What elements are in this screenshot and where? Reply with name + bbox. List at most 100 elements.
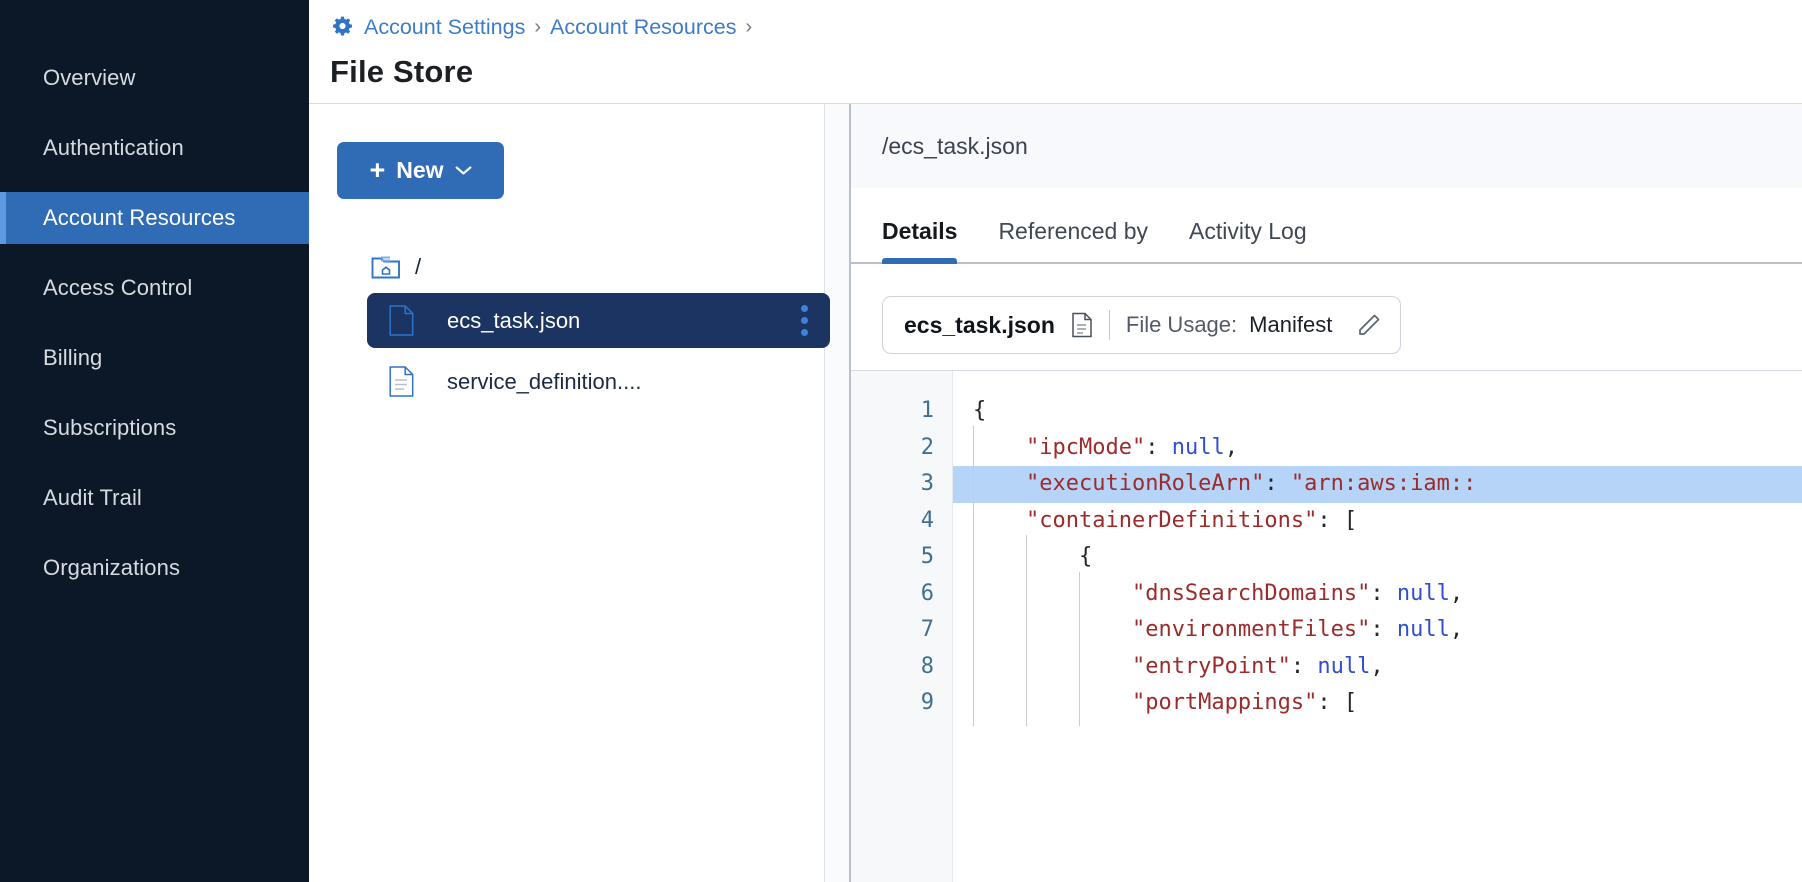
indent-guide xyxy=(1025,535,1079,579)
page-title: File Store xyxy=(330,54,474,89)
file-name: ecs_task.json xyxy=(447,307,581,333)
sidebar-item-label: Subscriptions xyxy=(43,415,177,440)
pencil-icon[interactable] xyxy=(1356,312,1382,338)
file-name: service_definition.... xyxy=(447,368,642,394)
code-line[interactable]: { xyxy=(953,393,1802,430)
file-icon xyxy=(389,305,414,336)
file-usage-chip: ecs_task.json File Usage: Manifest xyxy=(882,296,1402,354)
line-number: 1 xyxy=(920,398,934,423)
code-line[interactable]: "portMappings": [ xyxy=(953,681,1802,725)
sidebar-item-access-control[interactable]: Access Control xyxy=(0,262,309,314)
code-token-punc: : xyxy=(1290,653,1318,679)
file-usage-row: ecs_task.json File Usage: Manifest xyxy=(851,264,1802,370)
sidebar-item-label: Billing xyxy=(43,345,103,370)
line-number: 6 xyxy=(920,580,934,606)
chip-divider xyxy=(1108,310,1110,340)
sidebar-item-subscriptions[interactable]: Subscriptions xyxy=(0,402,309,454)
breadcrumb-item-account-settings[interactable]: Account Settings xyxy=(364,14,526,39)
code-token-null: null xyxy=(1396,580,1450,606)
line-number: 4 xyxy=(920,507,934,533)
tab-details[interactable]: Details xyxy=(882,218,958,264)
line-number: 2 xyxy=(920,434,934,460)
kebab-menu-icon[interactable] xyxy=(795,301,814,340)
pane-resize-handle[interactable] xyxy=(824,104,851,882)
code-token-punc: : xyxy=(1370,617,1397,642)
code-line[interactable]: "dnsSearchDomains": null, xyxy=(953,571,1802,616)
sidebar-item-label: Overview xyxy=(43,65,136,90)
new-button-label: New xyxy=(396,157,444,183)
indent-guide xyxy=(1025,608,1079,652)
breadcrumb: Account Settings › Account Resources › xyxy=(330,8,1802,46)
sidebar-item-label: Organizations xyxy=(43,555,181,580)
indent-guide xyxy=(973,644,1026,689)
breadcrumb-item-account-resources[interactable]: Account Resources xyxy=(550,14,737,39)
line-number: 7 xyxy=(920,617,934,642)
page-header: Account Settings › Account Resources › F… xyxy=(309,0,1802,104)
code-token-key: "ipcMode" xyxy=(1025,434,1146,460)
indent-guide xyxy=(1078,681,1132,725)
code-token-punc: : xyxy=(1264,471,1291,496)
code-token-punc: : xyxy=(1145,434,1172,460)
sidebar-item-overview[interactable]: Overview xyxy=(0,52,309,104)
code-token-null: null xyxy=(1317,653,1371,679)
sidebar-item-label: Account Resources xyxy=(43,205,236,230)
sidebar-item-authentication[interactable]: Authentication xyxy=(0,122,309,174)
indent-guide xyxy=(973,681,1026,725)
sidebar-item-audit-trail[interactable]: Audit Trail xyxy=(0,472,309,524)
indent-guide xyxy=(973,535,1026,579)
indent-guide xyxy=(1025,644,1079,689)
indent-guide xyxy=(1078,571,1132,616)
indent-guide xyxy=(973,608,1026,652)
sidebar-item-organizations[interactable]: Organizations xyxy=(0,542,309,594)
file-tree: / ecs_task.json service_definition.... xyxy=(337,247,830,409)
tree-root-label: / xyxy=(415,254,422,279)
editor-code[interactable]: { "ipcMode": null, "executionRoleArn": "… xyxy=(953,371,1802,882)
sidebar-item-account-resources[interactable]: Account Resources xyxy=(0,192,309,244)
sidebar-item-label: Audit Trail xyxy=(43,485,142,510)
indent-guide xyxy=(1025,571,1079,616)
code-token-punc: : xyxy=(1370,580,1397,606)
gear-icon xyxy=(333,16,352,36)
line-number: 9 xyxy=(920,690,934,715)
chevron-down-icon xyxy=(455,166,471,175)
detail-tabs: Details Referenced by Activity Log xyxy=(851,188,1802,264)
new-button[interactable]: + New xyxy=(337,142,504,199)
indent-guide xyxy=(1025,681,1079,725)
sidebar-item-billing[interactable]: Billing xyxy=(0,332,309,384)
file-usage-value: Manifest xyxy=(1249,312,1333,337)
code-token-punc: { xyxy=(1078,544,1093,569)
code-line[interactable]: "entryPoint": null, xyxy=(953,644,1802,689)
code-token-punc: : [ xyxy=(1317,507,1358,533)
code-line[interactable]: "containerDefinitions": [ xyxy=(953,498,1802,543)
folder-home-icon xyxy=(371,256,400,279)
indent-guide xyxy=(1078,608,1132,652)
code-token-key: "portMappings" xyxy=(1131,690,1318,715)
sidebar-item-label: Access Control xyxy=(43,275,193,300)
line-number: 8 xyxy=(920,653,934,679)
code-token-key: "executionRoleArn" xyxy=(1025,471,1265,496)
tab-referenced-by[interactable]: Referenced by xyxy=(998,218,1149,244)
file-browser-pane: + New / ecs_task.json service_definition.… xyxy=(309,104,830,882)
tab-activity-log[interactable]: Activity Log xyxy=(1189,218,1307,244)
tree-root-folder[interactable]: / xyxy=(337,247,824,287)
indent-guide xyxy=(973,425,1026,470)
file-list-item[interactable]: service_definition.... xyxy=(367,354,824,409)
code-line[interactable]: "ipcMode": null, xyxy=(953,425,1802,470)
file-list-item[interactable]: ecs_task.json xyxy=(367,293,830,348)
indent-guide xyxy=(973,498,1026,543)
code-line[interactable]: "environmentFiles": null, xyxy=(953,608,1802,652)
code-line[interactable]: "executionRoleArn": "arn:aws:iam:: xyxy=(953,462,1802,506)
code-line[interactable]: { xyxy=(953,535,1802,579)
line-number: 5 xyxy=(920,544,934,569)
indent-guide xyxy=(973,462,1026,506)
plus-icon: + xyxy=(369,155,386,185)
code-token-key: "dnsSearchDomains" xyxy=(1131,580,1371,606)
code-token-key: "entryPoint" xyxy=(1131,653,1291,679)
indent-guide xyxy=(973,571,1026,616)
code-token-null: null xyxy=(1396,617,1450,642)
